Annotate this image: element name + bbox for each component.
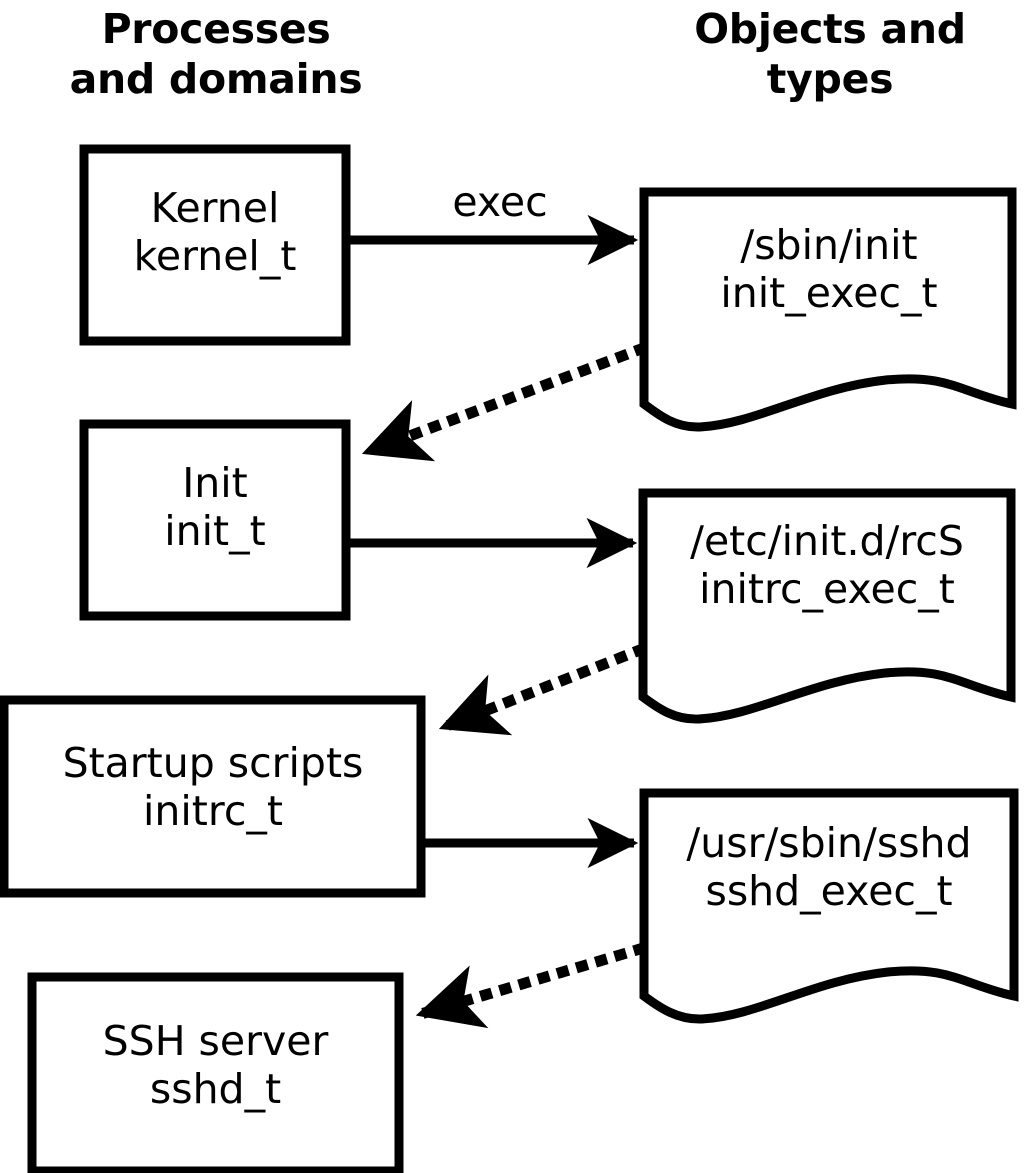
node-initrc-shape[interactable] [0, 695, 426, 898]
column-heading-processes: Processes and domains [69, 5, 363, 104]
node-kernel-shape[interactable] [79, 144, 351, 346]
edge-initrc-exec-transition-arrow [436, 642, 648, 736]
column-heading-objects: Objects and types [694, 5, 966, 104]
node-sshd-exec-shape[interactable] [639, 788, 1019, 1024]
node-init-exec-shape[interactable] [639, 187, 1017, 432]
node-sshd-shape[interactable] [27, 972, 404, 1173]
node-initrc-exec-shape[interactable] [638, 488, 1016, 724]
edge-sshd-exec-transition-arrow [414, 942, 647, 1029]
edge-label-exec: exec [452, 178, 548, 226]
node-init-shape[interactable] [79, 419, 351, 621]
edge-init-exec-transition-arrow [359, 341, 649, 462]
